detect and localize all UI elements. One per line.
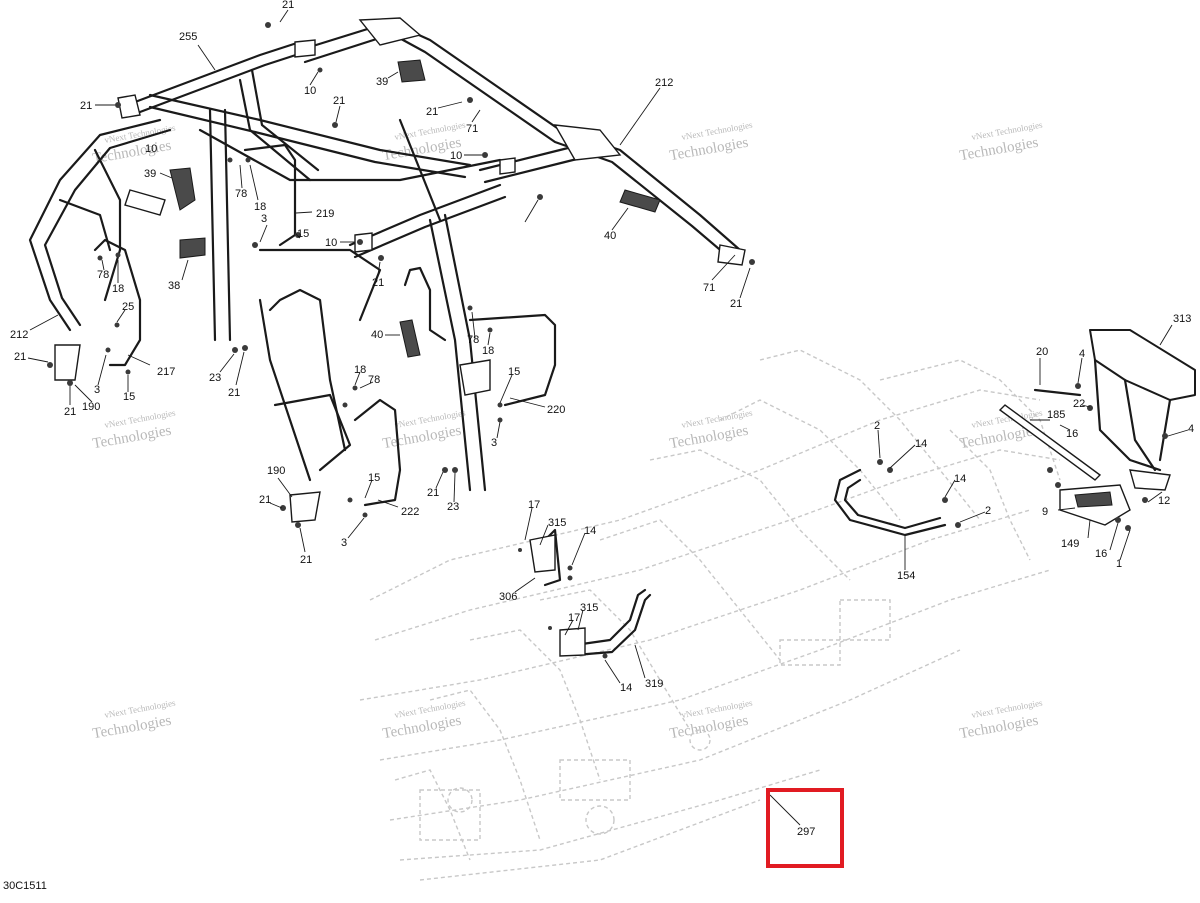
part-label: 255 <box>179 31 197 43</box>
watermark-line2: Technologies <box>91 423 172 453</box>
part-label: 21 <box>300 554 312 566</box>
part-label: 15 <box>368 472 380 484</box>
part-label: 21 <box>80 100 92 112</box>
part-label: 3 <box>261 213 267 225</box>
part-label: 39 <box>144 168 156 180</box>
part-label: 319 <box>645 678 663 690</box>
part-label: 4 <box>1188 423 1194 435</box>
part-label: 10 <box>325 237 337 249</box>
part-label: 15 <box>297 228 309 240</box>
part-label: 39 <box>376 76 388 88</box>
part-label: 71 <box>466 123 478 135</box>
part-label: 21 <box>14 351 26 363</box>
part-label: 9 <box>1042 506 1048 518</box>
part-label: 18 <box>482 345 494 357</box>
part-callouts: 255 21 21 10 39 21 10 21 71 10 212 39 78… <box>10 0 1194 838</box>
part-label: 12 <box>1158 495 1170 507</box>
watermark-line2: Technologies <box>381 423 462 453</box>
part-label: 4 <box>1079 348 1085 360</box>
part-label: 23 <box>209 372 221 384</box>
part-label: 21 <box>259 494 271 506</box>
part-label: 17 <box>528 499 540 511</box>
part-label: 306 <box>499 591 517 603</box>
part-label: 21 <box>426 106 438 118</box>
part-label: 16 <box>1066 428 1078 440</box>
part-label: 40 <box>371 329 383 341</box>
part-label: 3 <box>94 384 100 396</box>
part-label: 2 <box>985 505 991 517</box>
part-label: 38 <box>168 280 180 292</box>
watermark-line2: Technologies <box>958 135 1039 165</box>
highlighted-part-box <box>766 788 844 868</box>
part-label: 1 <box>1116 558 1122 570</box>
part-label: 14 <box>584 525 596 537</box>
part-label: 21 <box>730 298 742 310</box>
diagram-code: 30C1511 <box>3 880 47 892</box>
part-label: 16 <box>1095 548 1107 560</box>
part-label: 217 <box>157 366 175 378</box>
part-label: 14 <box>915 438 927 450</box>
part-label: 212 <box>655 77 673 89</box>
part-label: 3 <box>491 437 497 449</box>
part-label: 149 <box>1061 538 1079 550</box>
watermark-line2: Technologies <box>668 713 749 743</box>
part-label: 25 <box>122 301 134 313</box>
watermark-line2: Technologies <box>958 713 1039 743</box>
part-label: 190 <box>82 401 100 413</box>
part-label: 18 <box>254 201 266 213</box>
part-label: 23 <box>447 501 459 513</box>
part-label: 3 <box>341 537 347 549</box>
part-label: 315 <box>580 602 598 614</box>
part-label: 21 <box>333 95 345 107</box>
part-label: 21 <box>228 387 240 399</box>
part-label: 154 <box>897 570 915 582</box>
part-label: 222 <box>401 506 419 518</box>
part-label: 20 <box>1036 346 1048 358</box>
part-label: 10 <box>450 150 462 162</box>
part-label: 190 <box>267 465 285 477</box>
watermark-line2: Technologies <box>668 423 749 453</box>
part-label: 21 <box>282 0 294 11</box>
part-label: 18 <box>112 283 124 295</box>
part-label: 22 <box>1073 398 1085 410</box>
part-label: 185 <box>1047 409 1065 421</box>
part-label: 21 <box>427 487 439 499</box>
part-label: 21 <box>372 277 384 289</box>
part-label: 220 <box>547 404 565 416</box>
part-label: 40 <box>604 230 616 242</box>
part-label: 212 <box>10 329 28 341</box>
part-label: 78 <box>97 269 109 281</box>
part-label: 15 <box>508 366 520 378</box>
part-label: 313 <box>1173 313 1191 325</box>
grab-handles <box>529 468 947 657</box>
watermark-line2: Technologies <box>91 713 172 743</box>
roll-cage <box>28 17 746 523</box>
part-label: 219 <box>316 208 334 220</box>
part-label: 78 <box>368 374 380 386</box>
part-label: 14 <box>620 682 632 694</box>
part-label: 15 <box>123 391 135 403</box>
watermark-line2: Technologies <box>668 135 749 165</box>
part-label: 78 <box>467 334 479 346</box>
part-label: 14 <box>954 473 966 485</box>
part-label: 2 <box>874 420 880 432</box>
part-label: 21 <box>64 406 76 418</box>
fasteners <box>47 22 1168 659</box>
part-label: 18 <box>354 364 366 376</box>
watermark-line2: Technologies <box>381 713 462 743</box>
part-label-highlighted: 297 <box>797 826 815 838</box>
part-label: 17 <box>568 612 580 624</box>
leader-lines <box>27 9 1189 826</box>
part-label: 10 <box>145 143 157 155</box>
part-label: 71 <box>703 282 715 294</box>
rear-support <box>998 329 1196 526</box>
part-label: 78 <box>235 188 247 200</box>
part-label: 315 <box>548 517 566 529</box>
part-label: 10 <box>304 85 316 97</box>
